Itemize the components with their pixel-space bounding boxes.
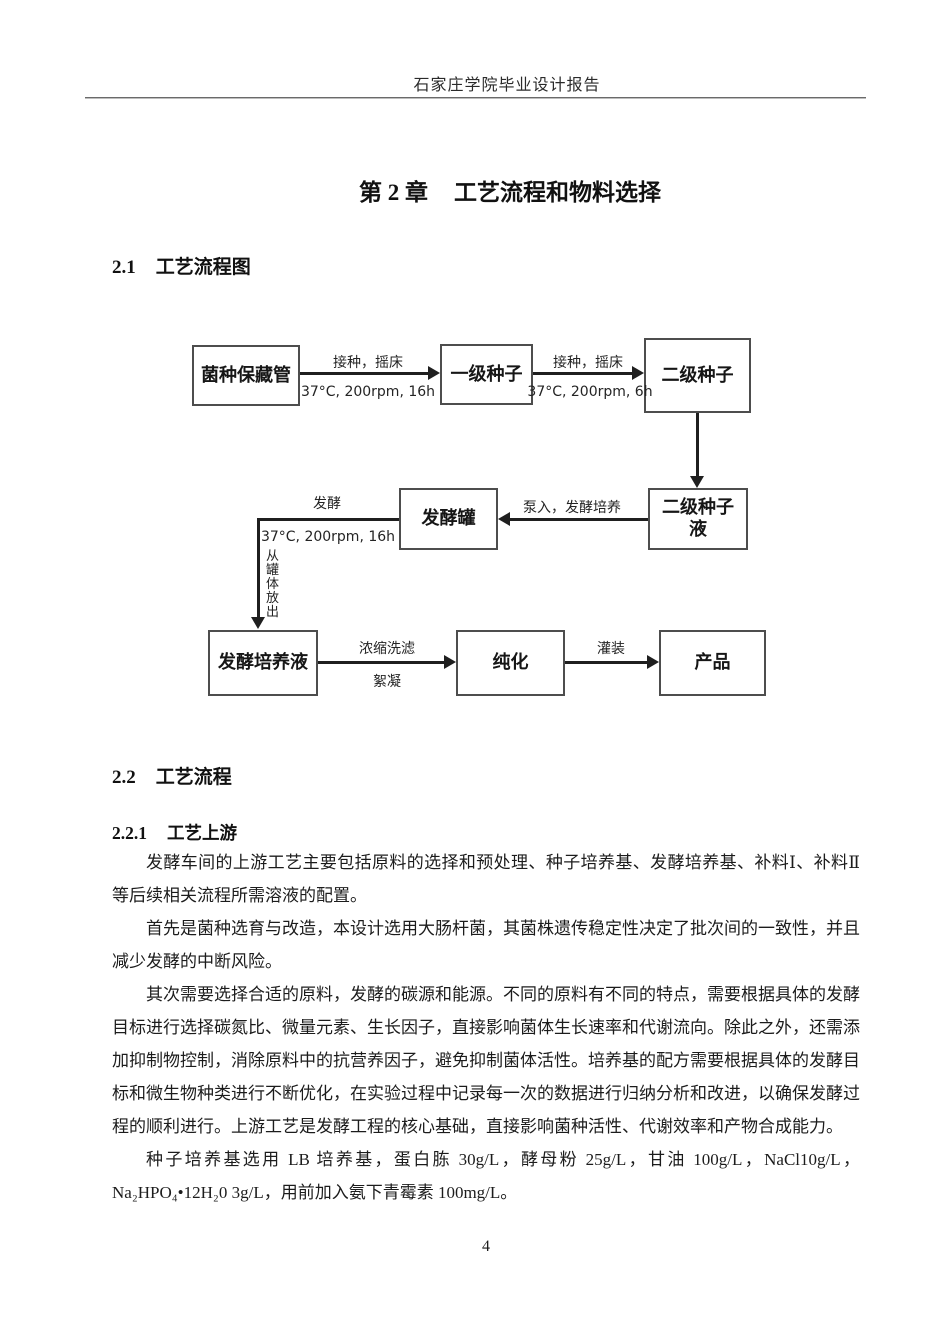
flow-label-ferment: 发酵	[313, 496, 341, 512]
flow-label-discharge: 从罐体放出	[265, 549, 279, 620]
flow-box-first-seed: 一级种子	[440, 344, 533, 405]
chapter-title: 工艺流程和物料选择	[454, 180, 661, 205]
flow-box-broth: 发酵培养液	[208, 630, 318, 696]
flow-arrow-line	[257, 518, 260, 618]
flow-label-flocculate: 絮凝	[373, 674, 401, 690]
flow-box-label-line: 二级种子	[662, 497, 734, 518]
flow-label-concentrate: 浓缩洗滤	[359, 641, 415, 657]
flow-box-fermenter: 发酵罐	[399, 488, 498, 550]
flow-arrow-line	[510, 518, 648, 521]
arrow-right-icon	[632, 366, 644, 380]
page-number: 4	[482, 1238, 490, 1255]
flow-box-second-seed-liquid: 二级种子 液	[648, 488, 748, 550]
header-divider	[85, 97, 866, 99]
flow-label-conditions-3: 37°C, 200rpm, 16h	[260, 529, 396, 545]
paragraph-2: 首先是菌种选育与改造，本设计选用大肠杆菌，其菌株遗传稳定性决定了批次间的一致性，…	[112, 919, 860, 971]
arrow-left-icon	[498, 512, 510, 526]
arrow-right-icon	[428, 366, 440, 380]
flow-label-pump-in: 泵入，发酵培养	[523, 500, 621, 516]
section-heading-2-1: 2.1 工艺流程图	[112, 252, 251, 279]
chapter-number: 第 2 章	[359, 180, 428, 205]
arrow-down-icon	[251, 617, 265, 629]
flow-box-seed-tube: 菌种保藏管	[192, 345, 300, 406]
flow-box-purify: 纯化	[456, 630, 565, 696]
arrow-right-icon	[444, 655, 456, 669]
flow-label-inoculate-2: 接种，摇床	[553, 355, 623, 371]
paragraph-3: 其次需要选择合适的原料，发酵的碳源和能源。不同的原料有不同的特点，需要根据具体的…	[112, 985, 860, 1136]
body-text: 发酵车间的上游工艺主要包括原料的选择和预处理、种子培养基、发酵培养基、补料Ⅰ、补…	[112, 846, 860, 1209]
flow-arrow-line	[565, 661, 647, 664]
arrow-right-icon	[647, 655, 659, 669]
section-number: 2.1	[112, 257, 136, 278]
flow-label-conditions-1: 37°C, 200rpm, 16h	[300, 384, 436, 400]
section-title: 工艺上游	[167, 823, 237, 843]
paragraph-1: 发酵车间的上游工艺主要包括原料的选择和预处理、种子培养基、发酵培养基、补料Ⅰ、补…	[112, 853, 860, 905]
section-heading-2-2-1: 2.2.1 工艺上游	[112, 820, 237, 845]
paragraph-4: 种子培养基选用 LB 培养基，蛋白胨 30g/L，酵母粉 25g/L，甘油 10…	[112, 1150, 860, 1202]
flow-label-inoculate-1: 接种，摇床	[333, 355, 403, 371]
arrow-down-icon	[690, 476, 704, 488]
section-heading-2-2: 2.2 工艺流程	[112, 762, 232, 789]
flow-label-conditions-2: 37°C, 200rpm, 6h	[527, 384, 653, 400]
chapter-heading: 第 2 章 工艺流程和物料选择	[0, 173, 950, 207]
header-title: 石家庄学院毕业设计报告	[413, 77, 601, 94]
section-number: 2.2.1	[112, 823, 147, 843]
flow-arrow-line	[300, 372, 430, 375]
section-number: 2.2	[112, 767, 136, 788]
flow-arrow-line	[533, 372, 633, 375]
flow-box-label-line: 液	[689, 519, 707, 540]
flow-arrow-line	[696, 413, 699, 477]
flow-arrow-line	[257, 518, 399, 521]
section-title: 工艺流程	[155, 767, 232, 788]
flow-label-fill: 灌装	[597, 641, 625, 657]
flow-box-second-seed: 二级种子	[644, 338, 751, 413]
section-title: 工艺流程图	[155, 257, 251, 278]
flow-box-product: 产品	[659, 630, 766, 696]
flow-arrow-line	[318, 661, 444, 664]
